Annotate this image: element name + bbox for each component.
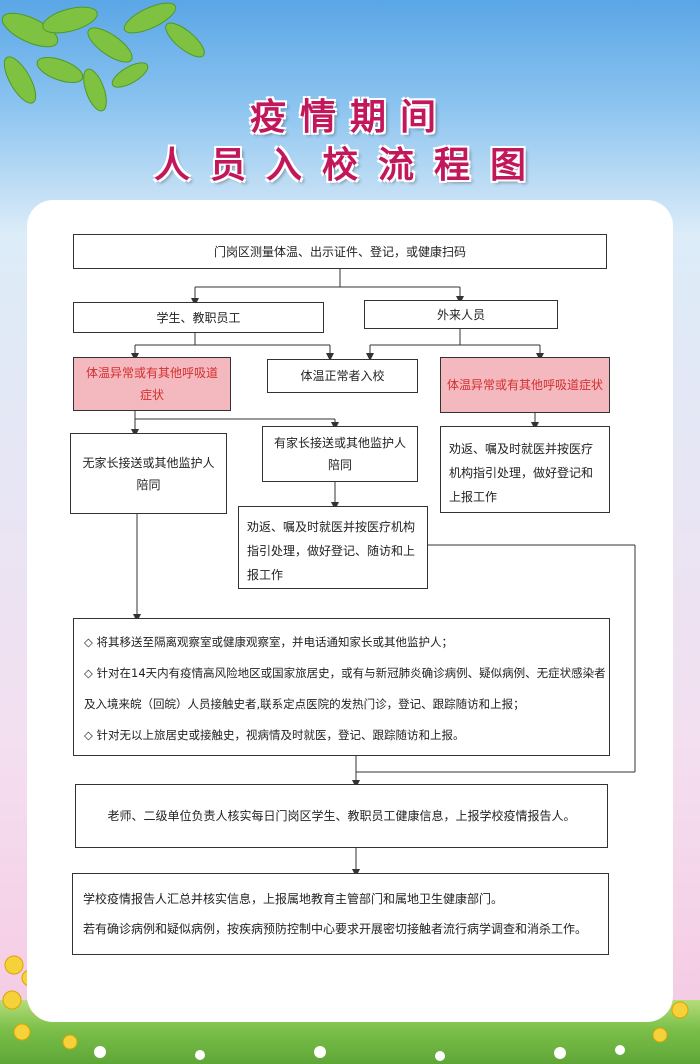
visitors-box: 外来人员 bbox=[364, 300, 558, 329]
isolation-item: 及入境来皖（回皖）人员接触史者,联系定点医院的发热门诊，登记、跟踪随访和上报； bbox=[84, 697, 525, 711]
title-line-2: 人员入校流程图 bbox=[153, 144, 546, 186]
abnormal-symptoms-left: 体温异常或有其他呼吸道症状 bbox=[73, 357, 231, 411]
isolation-item: ◇ 针对无以上旅居史或接触史，视病情及时就医，登记、跟踪随访和上报。 bbox=[84, 728, 465, 742]
title-line-1: 疫情期间 bbox=[249, 96, 450, 138]
isolation-item: ◇ 针对在14天内有疫情高风险地区或国家旅居史，或有与新冠肺炎确诊病例、疑似病例… bbox=[84, 666, 606, 680]
no-guardian-box: 无家长接送或其他监护人陪同 bbox=[70, 433, 227, 514]
normal-temperature-box: 体温正常者入校 bbox=[267, 359, 418, 393]
isolation-instructions: ◇ 将其移送至隔离观察室或健康观察室，并电话通知家长或其他监护人； ◇ 针对在1… bbox=[73, 618, 610, 756]
report-box: 学校疫情报告人汇总并核实信息，上报属地教育主管部门和属地卫生健康部门。 若有确诊… bbox=[72, 873, 609, 955]
step-check-in: 门岗区测量体温、出示证件、登记，或健康扫码 bbox=[73, 234, 607, 269]
leaves-decoration bbox=[1, 2, 205, 112]
guardian-action-box: 劝返、嘱及时就医并按医疗机构指引处理，做好登记、随访和上报工作 bbox=[238, 506, 428, 589]
abnormal-symptoms-right: 体温异常或有其他呼吸道症状 bbox=[440, 357, 610, 413]
report-line: 学校疫情报告人汇总并核实信息，上报属地教育主管部门和属地卫生健康部门。 bbox=[83, 892, 504, 906]
report-line: 若有确诊病例和疑似病例，按疾病预防控制中心要求开展密切接触者流行病学调查和消杀工… bbox=[83, 922, 588, 936]
visitor-action-box: 劝返、嘱及时就医并按医疗机构指引处理，做好登记和上报工作 bbox=[440, 426, 610, 513]
daily-check-box: 老师、二级单位负责人核实每日门岗区学生、教职员工健康信息，上报学校疫情报告人。 bbox=[75, 784, 608, 848]
isolation-item: ◇ 将其移送至隔离观察室或健康观察室，并电话通知家长或其他监护人； bbox=[84, 635, 453, 649]
with-guardian-box: 有家长接送或其他监护人陪同 bbox=[262, 426, 418, 482]
students-staff-box: 学生、教职员工 bbox=[73, 302, 324, 333]
